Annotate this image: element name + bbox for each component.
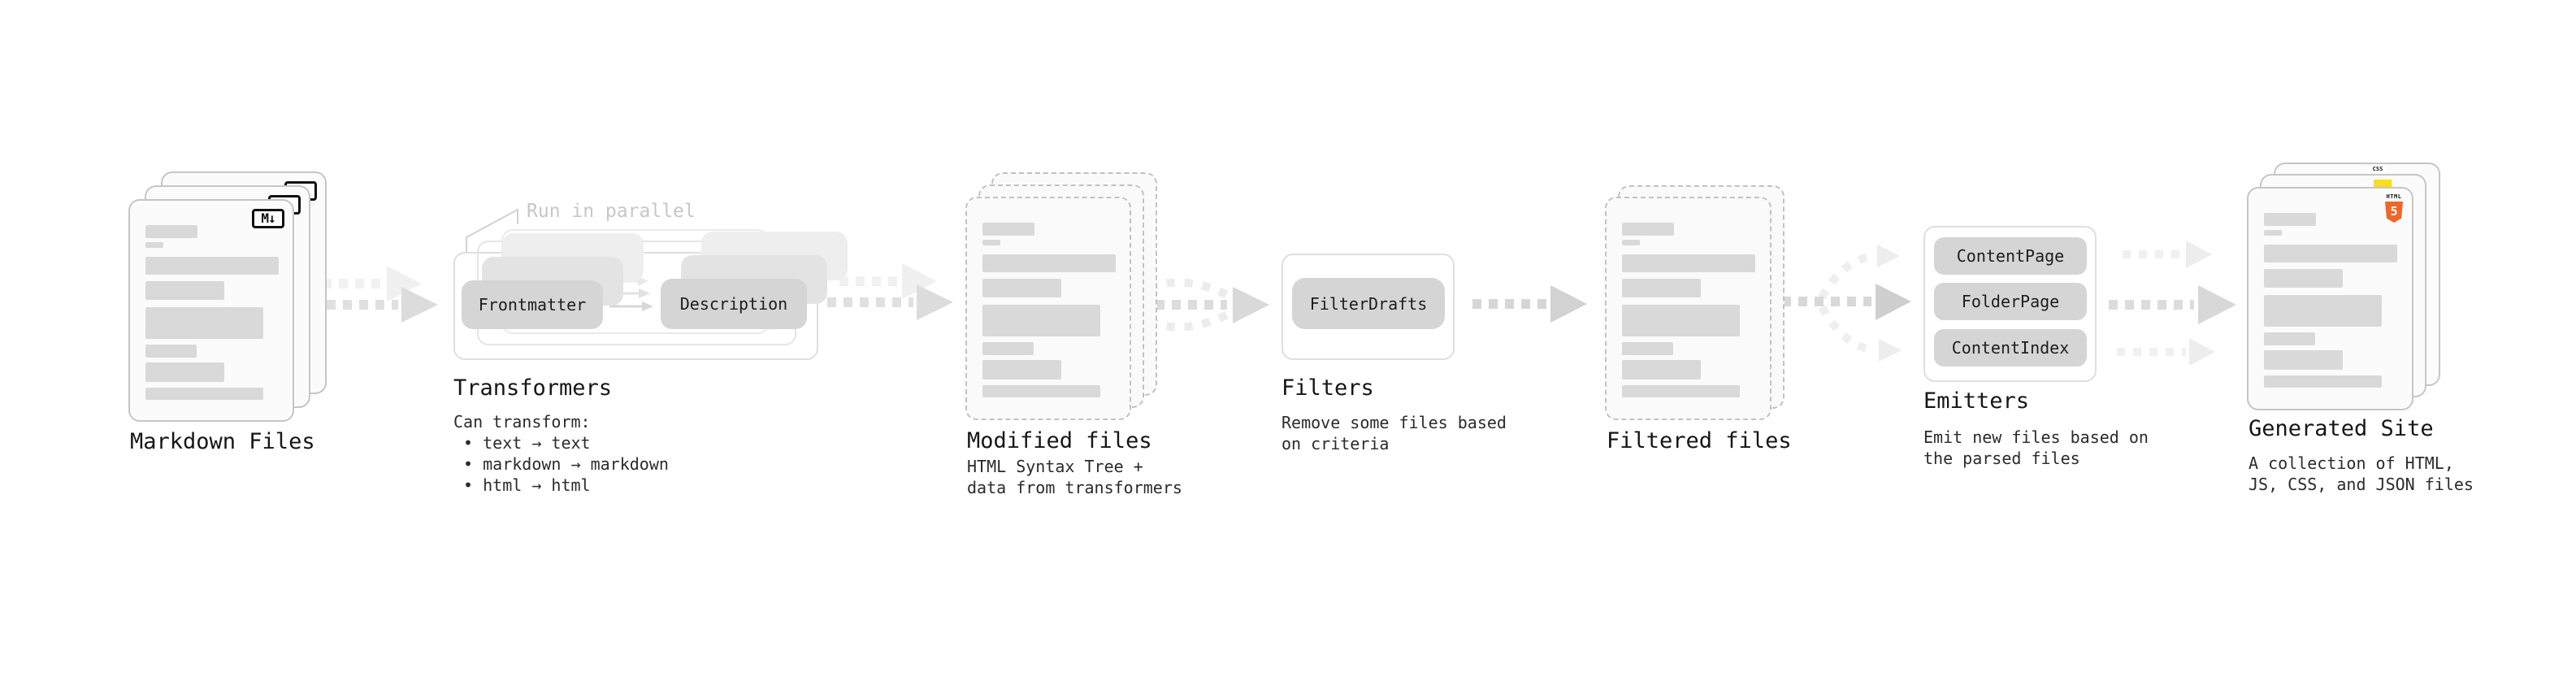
generated-site-caption: Generated Site	[2249, 416, 2434, 441]
placeholder-bar	[2264, 245, 2397, 262]
placeholder-bar	[2264, 350, 2343, 370]
html5-icon: HTML 5	[2383, 193, 2405, 223]
contentindex-pill: ContentIndex	[1934, 329, 2087, 367]
placeholder-bar	[1622, 342, 1673, 355]
modified-files-caption: Modified files	[967, 428, 1152, 453]
placeholder-bar	[1622, 223, 1674, 236]
placeholder-bar	[982, 342, 1034, 355]
placeholder-bar	[145, 388, 263, 400]
placeholder-bar	[982, 360, 1061, 380]
placeholder-bar	[2264, 230, 2282, 236]
placeholder-bar	[982, 279, 1061, 297]
folderpage-pill: FolderPage	[1934, 283, 2087, 320]
markdown-files-caption: Markdown Files	[130, 429, 315, 454]
run-in-parallel-annotation: Run in parallel	[527, 201, 696, 222]
placeholder-bar	[1622, 240, 1640, 245]
placeholder-bar	[145, 307, 263, 339]
generated-site-description: A collection of HTML, JS, CSS, and JSON …	[2249, 453, 2474, 494]
html5-word: HTML	[2386, 193, 2402, 200]
placeholder-bar	[2264, 295, 2382, 327]
js-icon	[2374, 180, 2392, 187]
placeholder-bar	[982, 385, 1100, 397]
placeholder-bar	[1622, 305, 1740, 336]
modified-files-description: HTML Syntax Tree + data from transformer…	[967, 457, 1182, 497]
modified-doc-front	[965, 197, 1131, 420]
transformers-description: Can transform: • text → text • markdown …	[453, 412, 669, 495]
placeholder-bar	[145, 281, 224, 300]
placeholder-bar	[1622, 385, 1740, 397]
placeholder-bar	[145, 242, 163, 248]
transformers-caption: Transformers	[453, 375, 613, 401]
arrow-filters-to-filtered	[1472, 285, 1587, 323]
placeholder-bar	[145, 362, 224, 382]
placeholder-bar	[145, 257, 279, 275]
arrow-modified-to-filters	[1134, 278, 1269, 332]
placeholder-bar	[145, 345, 197, 358]
markdown-doc-front: M↓	[128, 199, 294, 422]
frontmatter-pill: Frontmatter	[462, 280, 603, 329]
generated-doc-html: HTML 5	[2247, 187, 2413, 410]
filterdrafts-pill: FilterDrafts	[1292, 278, 1445, 329]
filtered-files-caption: Filtered files	[1607, 428, 1792, 453]
filtered-doc-front	[1605, 197, 1772, 420]
arrow-markdown-to-transformers	[310, 266, 438, 323]
arrow-filtered-to-emitters	[1782, 245, 1911, 362]
placeholder-bar	[1622, 360, 1701, 380]
arrows-emitters-to-generated	[2109, 241, 2236, 366]
filters-description: Remove some files based on criteria	[1281, 413, 1507, 453]
html5-shield: 5	[2385, 202, 2403, 223]
markdown-icon: M↓	[252, 209, 284, 228]
emitters-description: Emit new files based on the parsed files	[1923, 427, 2149, 468]
filters-caption: Filters	[1281, 375, 1374, 401]
description-pill: Description	[661, 279, 807, 329]
placeholder-bar	[1622, 254, 1755, 272]
placeholder-bar	[982, 240, 1000, 245]
placeholder-bar	[2264, 332, 2315, 345]
emitters-caption: Emitters	[1923, 388, 2030, 414]
placeholder-bar	[2264, 269, 2343, 288]
placeholder-bar	[2264, 213, 2316, 226]
placeholder-bar	[1622, 279, 1701, 297]
contentpage-pill: ContentPage	[1934, 237, 2087, 275]
placeholder-bar	[2264, 375, 2382, 388]
placeholder-bar	[145, 225, 197, 238]
placeholder-bar	[982, 254, 1116, 272]
placeholder-bar	[982, 305, 1100, 336]
placeholder-bar	[982, 223, 1034, 236]
